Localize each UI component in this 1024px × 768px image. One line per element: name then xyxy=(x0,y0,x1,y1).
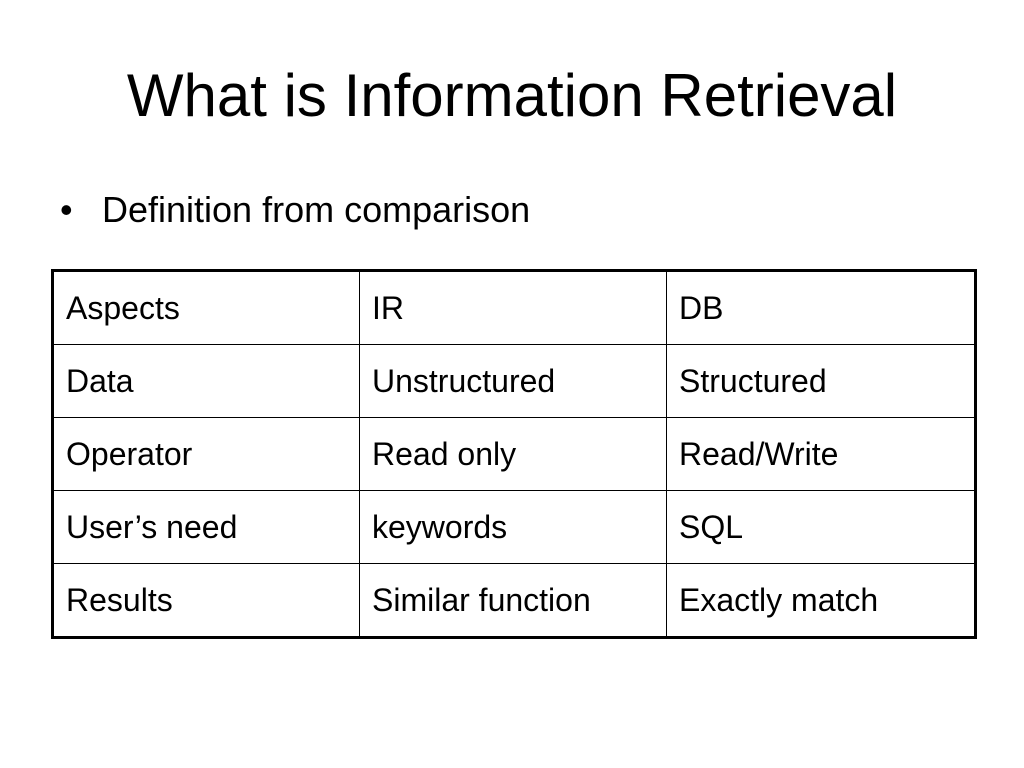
table-cell: Exactly match xyxy=(666,563,976,638)
table-cell: Read only xyxy=(359,417,667,491)
slide-title: What is Information Retrieval xyxy=(126,62,898,129)
bullet-item: • Definition from comparison xyxy=(60,188,530,232)
bullet-dot-icon: • xyxy=(60,189,73,230)
table-cell: Data xyxy=(52,344,360,418)
table-cell: Results xyxy=(52,563,360,638)
table-cell: Structured xyxy=(666,344,976,418)
table-row: Results Similar function Exactly match xyxy=(52,563,976,638)
table-row: Data Unstructured Structured xyxy=(52,344,976,418)
table-row: User’s need keywords SQL xyxy=(52,490,976,564)
table-cell: Read/Write xyxy=(666,417,976,491)
table-row: Aspects IR DB xyxy=(52,270,976,345)
table-cell: Operator xyxy=(52,417,360,491)
table-cell: Unstructured xyxy=(359,344,667,418)
comparison-table: Aspects IR DB Data Unstructured Structur… xyxy=(51,269,977,639)
table-cell: IR xyxy=(359,270,667,345)
table-cell: keywords xyxy=(359,490,667,564)
table-cell: Similar function xyxy=(359,563,667,638)
table-row: Operator Read only Read/Write xyxy=(52,417,976,491)
table-cell: Aspects xyxy=(52,270,360,345)
table-cell: SQL xyxy=(666,490,976,564)
bullet-text: Definition from comparison xyxy=(102,189,531,230)
table-cell: User’s need xyxy=(52,490,360,564)
table-cell: DB xyxy=(666,270,976,345)
